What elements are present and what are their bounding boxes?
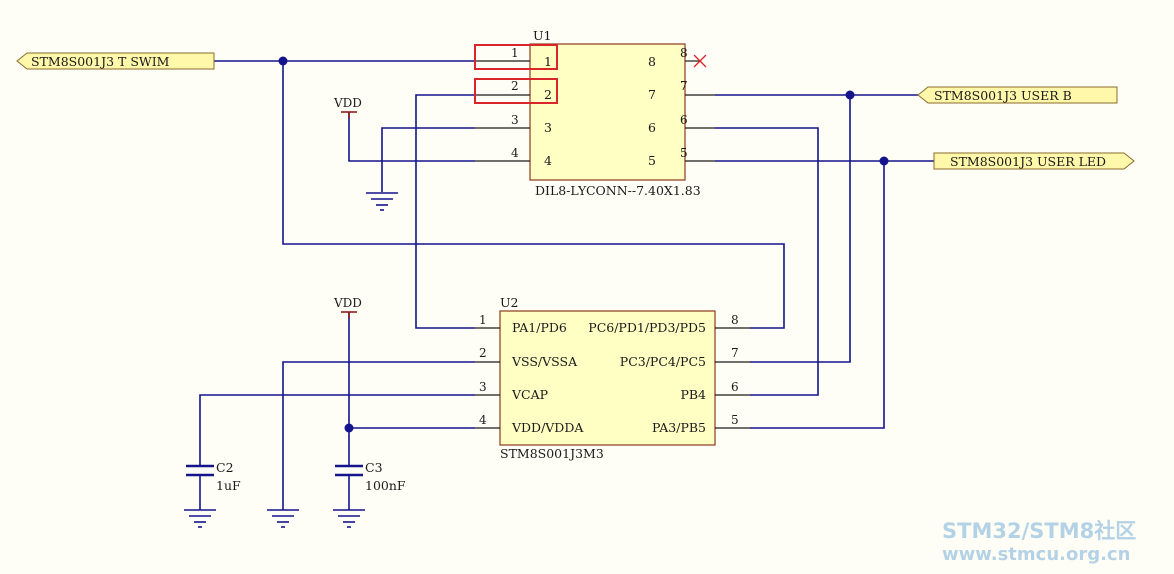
watermark-line1: STM32/STM8社区 (942, 519, 1136, 543)
u2-body (499, 310, 716, 446)
u1-body (529, 43, 686, 181)
u2-pin-number: 1 (479, 313, 487, 327)
vdd-symbol-bottom: VDD (333, 296, 362, 318)
u2-pin-name: PC6/PD1/PD3/PD5 (588, 320, 706, 335)
ground-icon (366, 192, 398, 211)
u2-pin-number: 5 (731, 413, 739, 427)
port-swim-shape (16, 52, 215, 70)
u1-pin-label: 8 (648, 54, 656, 69)
u2-pin-name: PA3/PB5 (652, 420, 706, 435)
port-user-b[interactable]: STM8S001J3 USER B (917, 86, 1118, 104)
no-connect-icon (693, 54, 707, 68)
u1-footprint: DIL8-LYCONN--7.40X1.83 (535, 183, 701, 198)
ground-icon (333, 509, 365, 528)
ground-icon (184, 509, 216, 528)
watermark: STM32/STM8社区 www.stmcu.org.cn (942, 519, 1136, 565)
port-user-b-label: STM8S001J3 USER B (934, 88, 1072, 103)
u1-pin-label: 6 (648, 120, 656, 135)
u1-pin-label: 4 (544, 153, 552, 168)
u1-designator: U1 (533, 28, 552, 43)
u2-pin-name: VSS/VSSA (511, 354, 578, 369)
wire-u2p2-gnd (282, 361, 475, 510)
wires (199, 60, 934, 510)
wire-u1p6-u2p6 (715, 127, 819, 396)
wire-user-led-to-u2-pin5 (750, 161, 885, 429)
u2-pin-name: PC3/PC4/PC5 (620, 354, 706, 369)
junction-dot (344, 423, 354, 433)
port-user-b-shape (917, 86, 1118, 104)
vdd-label: VDD (333, 296, 362, 310)
watermark-line2: www.stmcu.org.cn (942, 544, 1130, 565)
port-user-led-shape (933, 152, 1135, 170)
vdd-symbol-top: VDD (333, 96, 362, 118)
u1-pin-label: 2 (544, 87, 552, 102)
u2-pin-number: 4 (479, 413, 487, 427)
port-user-led-label: STM8S001J3 USER LED (950, 154, 1106, 169)
junction-dot (278, 56, 288, 66)
u2-pin-number: 2 (479, 346, 487, 360)
u2-pin-name: VDD/VDDA (511, 420, 584, 435)
c2-designator: C2 (216, 460, 234, 475)
u2-designator: U2 (500, 295, 519, 310)
u2-pin-number: 8 (731, 313, 739, 327)
u2-pin-name: PB4 (680, 387, 706, 402)
junction-dot (879, 156, 889, 166)
u2-pin-name: PA1/PD6 (512, 320, 567, 335)
c3-designator: C3 (365, 460, 383, 475)
wire-u1p3-gnd (381, 127, 475, 192)
junction-dot (845, 90, 855, 100)
vdd-label: VDD (333, 96, 362, 110)
wire-u2p3-c2 (199, 394, 475, 466)
wire-u1p4-vdd (348, 112, 475, 162)
capacitor-c2[interactable]: C2 1uF (186, 460, 241, 493)
u1-pin-label: 7 (648, 87, 656, 102)
wire-user-b-to-u2-pin7 (750, 95, 851, 363)
ground-icon (267, 509, 299, 528)
highlight-pin1-box (474, 44, 558, 70)
c3-value: 100nF (365, 478, 406, 493)
highlight-pin2-box (474, 78, 558, 104)
component-u1[interactable]: U1 DIL8-LYCONN--7.40X1.83 1 2 3 4 8 7 6 … (474, 28, 715, 198)
port-user-led[interactable]: STM8S001J3 USER LED (933, 152, 1135, 170)
u1-pin-number: 6 (680, 113, 688, 127)
u1-pin-number: 1 (511, 46, 519, 60)
c2-value: 1uF (216, 478, 241, 493)
u2-pin-number: 6 (731, 380, 739, 394)
u1-pin-number: 7 (680, 79, 688, 93)
u2-pin-number: 3 (479, 380, 487, 394)
junctions (278, 56, 889, 433)
u2-pin-name: VCAP (511, 387, 548, 402)
port-swim-label: STM8S001J3 T SWIM (31, 54, 170, 69)
u2-pin-number: 7 (731, 346, 739, 360)
port-swim[interactable]: STM8S001J3 T SWIM (16, 52, 215, 70)
wire-swim-to-u2-pin8 (282, 61, 785, 329)
u1-pin-number: 5 (680, 146, 688, 160)
u1-pin-number: 8 (680, 46, 688, 60)
u1-pin-label: 3 (544, 120, 552, 135)
u1-pin-number: 4 (511, 146, 519, 160)
capacitor-c3[interactable]: C3 100nF (335, 460, 406, 493)
u2-part-number: STM8S001J3M3 (500, 446, 604, 461)
u1-pin-label: 5 (648, 153, 656, 168)
u1-pin-number: 3 (511, 113, 519, 127)
u1-pin-number: 2 (511, 79, 519, 93)
wire-u1p2-u2p1 (415, 94, 475, 329)
component-u2[interactable]: U2 STM8S001J3M3 1 2 3 4 8 7 6 5 PA1/PD6 … (475, 295, 750, 461)
u1-pin-label: 1 (544, 54, 552, 69)
